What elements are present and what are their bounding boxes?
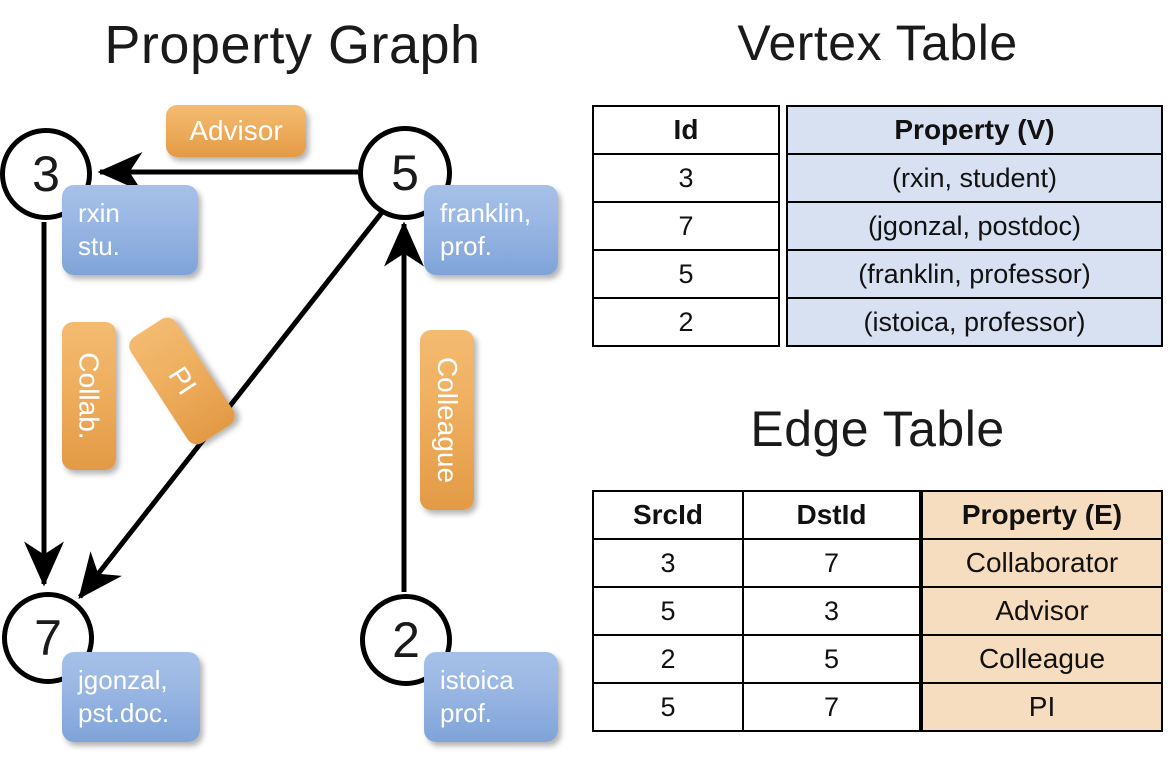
edge-label-colleague-text: Colleague [432, 356, 464, 484]
vertex-id-cell: 3 [592, 153, 780, 203]
table-header-row: Property (E) [921, 490, 1163, 540]
node-property-3-line2: stu. [78, 231, 120, 262]
edge-label-advisor-text: Advisor [189, 115, 283, 146]
node-property-box-3[interactable]: rxin stu. [62, 185, 198, 275]
edge-table-header-property: Property (E) [921, 490, 1163, 540]
table-row[interactable]: 5 7 [592, 682, 921, 732]
table-row[interactable]: 5 [592, 249, 780, 299]
table-row[interactable]: 7 [592, 201, 780, 251]
edge-src-cell: 3 [592, 538, 744, 588]
property-graph-diagram: 3 5 7 2 rxin stu. franklin, prof. jgonza… [0, 105, 558, 742]
table-row[interactable]: Collaborator [921, 538, 1163, 588]
graph-edge-arrows [24, 152, 424, 599]
edge-src-cell: 5 [592, 682, 744, 732]
edge-property-cell: Collaborator [921, 538, 1163, 588]
graph-node-3-label: 3 [32, 146, 60, 202]
edge-label-collab[interactable]: Collab. [62, 322, 116, 470]
vertex-id-cell: 5 [592, 249, 780, 299]
table-row[interactable]: 2 [592, 297, 780, 347]
vertex-table-id-column: Id 3 7 5 2 [592, 105, 780, 347]
vertex-property-cell: (jgonzal, postdoc) [786, 201, 1163, 251]
edge-label-pi-text: PI [162, 361, 203, 401]
edge-dst-cell: 5 [742, 634, 921, 684]
edge-property-cell: Advisor [921, 586, 1163, 636]
vertex-property-cell: (istoica, professor) [786, 297, 1163, 347]
node-property-5-line1: franklin, [440, 198, 532, 228]
table-row[interactable]: Colleague [921, 634, 1163, 684]
table-row[interactable]: (istoica, professor) [786, 297, 1163, 347]
edge-dst-cell: 7 [742, 538, 921, 588]
node-property-2-line1: istoica [440, 665, 514, 695]
edge-dst-cell: 3 [742, 586, 921, 636]
edge-table-property-column: Property (E) Collaborator Advisor Collea… [921, 490, 1163, 732]
vertex-property-cell: (rxin, student) [786, 153, 1163, 203]
table-row[interactable]: (rxin, student) [786, 153, 1163, 203]
table-row[interactable]: 3 [592, 153, 780, 203]
table-row[interactable]: (franklin, professor) [786, 249, 1163, 299]
table-row[interactable]: PI [921, 682, 1163, 732]
vertex-id-cell: 7 [592, 201, 780, 251]
vertex-property-cell: (franklin, professor) [786, 249, 1163, 299]
edge-label-advisor[interactable]: Advisor [166, 105, 306, 157]
node-property-box-7[interactable]: jgonzal, pst.doc. [62, 652, 200, 742]
edge-property-cell: PI [921, 682, 1163, 732]
edge-table-header-srcid: SrcId [592, 490, 744, 540]
page-title-edge-table: Edge Table [750, 401, 1005, 457]
node-property-box-5[interactable]: franklin, prof. [424, 185, 558, 275]
node-property-box-2[interactable]: istoica prof. [424, 652, 558, 742]
table-row[interactable]: Advisor [921, 586, 1163, 636]
vertex-table-header-property: Property (V) [786, 105, 1163, 155]
page-title-property-graph: Property Graph [104, 15, 481, 75]
edge-dst-cell: 7 [742, 682, 921, 732]
node-property-2-line2: prof. [440, 698, 493, 729]
table-header-row: SrcId DstId [592, 490, 921, 540]
node-property-5-line2: prof. [440, 231, 493, 262]
table-row[interactable]: 3 7 [592, 538, 921, 588]
table-row[interactable]: (jgonzal, postdoc) [786, 201, 1163, 251]
edge-property-cell: Colleague [921, 634, 1163, 684]
vertex-id-cell: 2 [592, 297, 780, 347]
graph-node-7-label: 7 [34, 610, 62, 666]
edge-table-id-columns: SrcId DstId 3 7 5 3 2 5 5 7 [592, 490, 921, 732]
vertex-table-property-column: Property (V) (rxin, student) (jgonzal, p… [786, 105, 1163, 347]
edge-src-cell: 5 [592, 586, 744, 636]
node-property-7-line2: pst.doc. [78, 698, 170, 729]
graph-node-5[interactable]: 5 [358, 126, 452, 220]
table-header-row: Property (V) [786, 105, 1163, 155]
edge-arrow-5-to-7 [78, 209, 385, 599]
edge-table-header-dstid: DstId [742, 490, 921, 540]
node-property-7-line1: jgonzal, [78, 665, 168, 695]
vertex-table-header-id: Id [592, 105, 780, 155]
edge-src-cell: 2 [592, 634, 744, 684]
table-row[interactable]: 2 5 [592, 634, 921, 684]
table-row[interactable]: 5 3 [592, 586, 921, 636]
table-header-row: Id [592, 105, 780, 155]
graph-node-2[interactable]: 2 [360, 594, 452, 686]
node-property-3-line1: rxin [78, 198, 120, 228]
edge-label-colleague[interactable]: Colleague [420, 330, 474, 510]
page-title-vertex-table: Vertex Table [737, 15, 1018, 71]
edge-label-collab-text: Collab. [74, 352, 106, 440]
graph-node-5-label: 5 [391, 145, 419, 201]
graph-node-2-label: 2 [392, 612, 420, 668]
